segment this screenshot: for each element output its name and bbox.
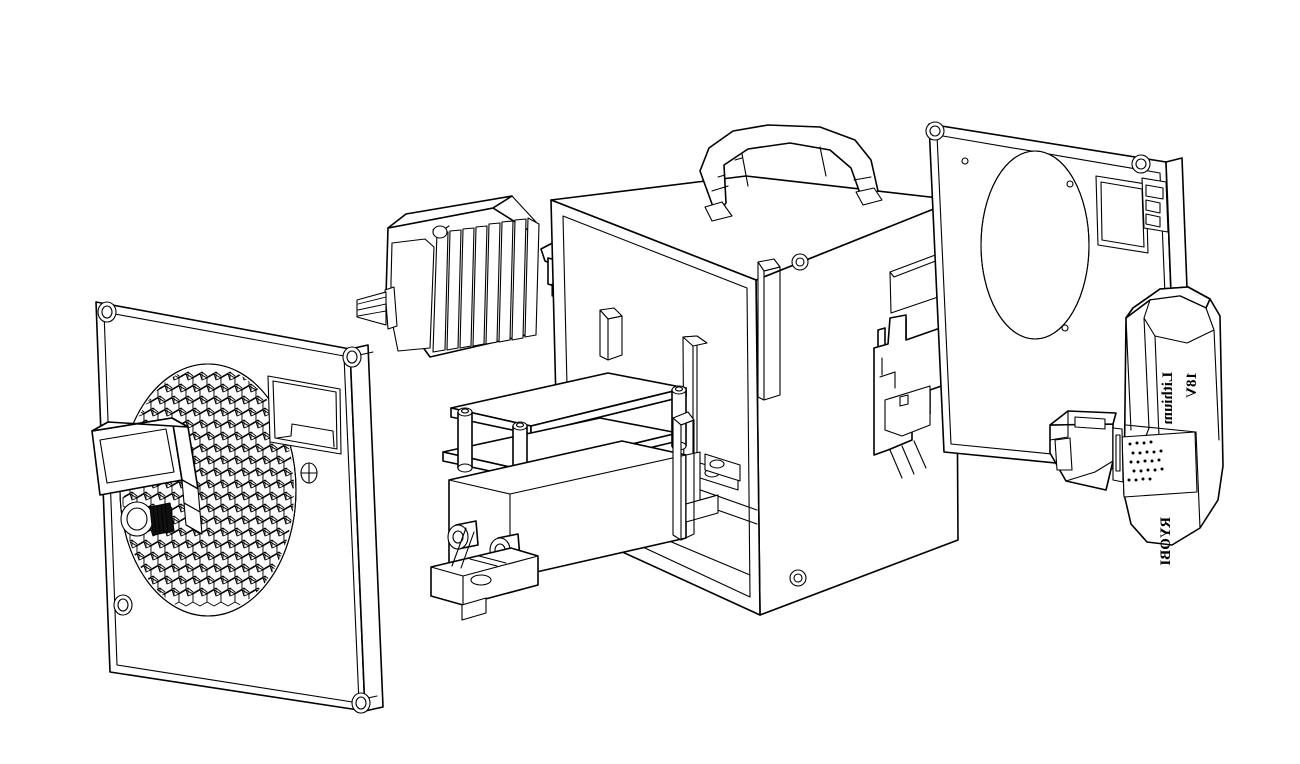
part-rear-panel — [925, 121, 1195, 476]
part-front-panel — [91, 301, 384, 714]
front-panel-screw-feature — [300, 462, 318, 484]
carry-handle — [699, 124, 883, 222]
heatsink-connector — [356, 286, 398, 330]
knob-face — [120, 501, 154, 537]
front-panel-edge — [349, 344, 384, 712]
transformer-bracket — [430, 411, 719, 621]
battery-top-face — [1143, 295, 1215, 344]
battery-connector — [1049, 410, 1124, 491]
rear-panel-corner-screws — [925, 121, 1151, 434]
carry-handle-foot-left — [704, 201, 733, 222]
part-transformer — [430, 411, 741, 621]
display-module — [91, 417, 203, 537]
heatsink-face — [390, 238, 435, 352]
carry-handle-arch — [699, 124, 879, 216]
part-battery-pack: Lithium 18V RYOBI — [1049, 286, 1224, 566]
carry-handle-foot-right — [855, 187, 883, 206]
front-panel-port-cutout — [267, 375, 342, 455]
display-bezel-top — [91, 417, 189, 432]
battery-dock-rail — [873, 297, 957, 479]
display-screen — [99, 428, 175, 484]
rear-panel-grille — [980, 150, 1090, 340]
battery-voltage-label: 18V — [1184, 372, 1200, 398]
battery-rail-groove — [1112, 427, 1124, 483]
battery-label-stipple — [1127, 440, 1164, 482]
battery-label-area — [1121, 431, 1198, 498]
heatsink-mount-eyelet — [432, 225, 448, 239]
knob-shaft — [149, 502, 175, 536]
rear-panel-inlet-cutout — [1095, 175, 1169, 254]
part-heatsink — [356, 195, 540, 358]
heatsink-fins — [432, 217, 540, 353]
part-enclosure — [550, 124, 959, 616]
battery-connector-slot — [1074, 416, 1106, 430]
front-panel-corner-screws — [97, 301, 371, 714]
heatsink-connector-pins — [356, 291, 387, 326]
battery-chemistry-label: Lithium — [1160, 372, 1176, 425]
control-knob — [120, 501, 175, 537]
battery-brand-label: RYOBI — [1158, 517, 1174, 566]
